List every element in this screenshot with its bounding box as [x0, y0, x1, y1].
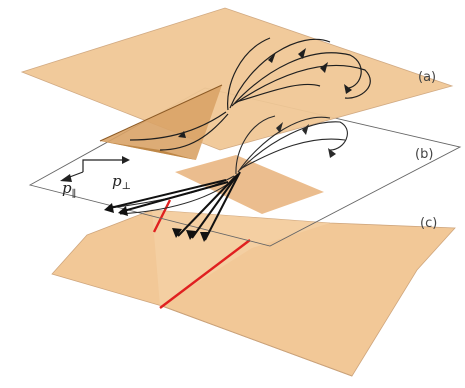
- axis-par-arrowhead: [60, 174, 72, 182]
- axis-perp-arrowhead: [122, 156, 130, 164]
- flow-arrows-c: [104, 203, 210, 242]
- sheet-a-surface: [20, 7, 454, 151]
- flow-a-2: [231, 52, 362, 107]
- flow-arrow-c-2: [186, 230, 196, 240]
- flow-b-1: [237, 116, 331, 173]
- wedge-edge: [99, 84, 223, 142]
- red-line-upper: [152, 199, 172, 233]
- flow-c-2: [191, 173, 239, 239]
- sheet-c-surface: [51, 209, 456, 377]
- label-a: (a): [418, 70, 436, 85]
- p-parallel-main: p: [62, 179, 72, 197]
- p-perp-main: p: [112, 172, 122, 190]
- flow-c-4: [109, 179, 227, 209]
- flow-arrow-b-1: [276, 122, 283, 133]
- flow-b-3: [241, 138, 346, 169]
- flow-a-5: [227, 37, 271, 111]
- sheet-c: (c): [51, 199, 456, 377]
- sheet-a: (a): [20, 7, 454, 151]
- flow-c-5: [119, 181, 229, 213]
- flow-arrow-a-5: [178, 131, 186, 138]
- flow-c-1: [204, 171, 241, 241]
- flow-arrow-a-1: [268, 52, 276, 63]
- sheet-c-fold-line: [161, 305, 353, 377]
- p-perp-label: p⊥: [112, 172, 131, 192]
- flow-arrow-a-2: [298, 48, 306, 59]
- flow-arrow-c-3: [172, 228, 182, 238]
- wedge-dark-face: [100, 141, 196, 160]
- flow-arrow-c-5: [118, 206, 128, 216]
- flow-b-4: [235, 115, 276, 175]
- label-c: (c): [420, 216, 437, 231]
- flow-c-3: [177, 175, 237, 237]
- flow-arrow-a-3: [320, 62, 328, 73]
- flow-b-2: [239, 121, 348, 171]
- flow-arrow-c-4: [104, 203, 114, 213]
- axis-perp-line: [82, 159, 122, 172]
- flow-arrows-b: [276, 122, 336, 158]
- sheet-b-shaded-region: [175, 155, 324, 214]
- flow-lines-c: [109, 171, 241, 241]
- flow-a-1: [229, 38, 331, 109]
- label-b: (b): [415, 147, 433, 162]
- flow-a-3: [233, 64, 371, 105]
- flow-a-7: [159, 113, 229, 151]
- flow-arrow-b-2: [302, 124, 309, 135]
- flow-a-4: [235, 83, 321, 103]
- flow-arrow-c-1: [200, 232, 210, 242]
- flow-arrow-a-4: [344, 84, 352, 94]
- flow-arrows-a: [178, 48, 352, 138]
- p-perp-sub: ⊥: [122, 181, 131, 192]
- p-parallel-label: p∥: [62, 179, 76, 200]
- cusp-wedge: [99, 84, 223, 160]
- sheet-c-crease-shade: [152, 210, 330, 306]
- flow-arrow-b-3: [328, 148, 336, 158]
- p-parallel-sub: ∥: [72, 188, 77, 200]
- wedge-left-face: [100, 85, 222, 160]
- momentum-axes: p∥ p⊥: [60, 156, 131, 200]
- red-line-lower: [159, 239, 251, 309]
